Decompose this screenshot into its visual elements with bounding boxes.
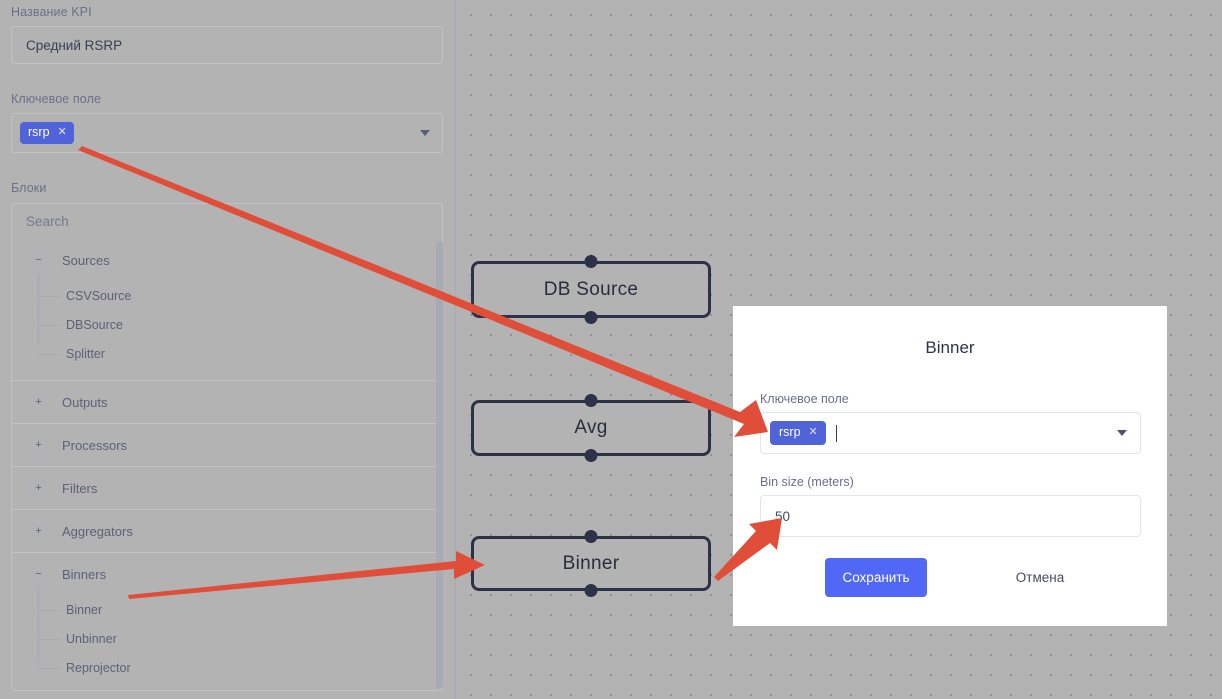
tree-group-header-aggregators[interactable]: + Aggregators — [12, 510, 442, 552]
port-in-icon[interactable] — [584, 255, 598, 268]
search-input[interactable] — [11, 203, 443, 239]
port-out-icon[interactable] — [584, 449, 598, 462]
expand-icon[interactable]: + — [31, 437, 46, 453]
expand-icon[interactable]: + — [31, 394, 46, 410]
tree-group-label: Filters — [62, 480, 98, 496]
tree-group-label: Processors — [62, 437, 128, 453]
node-avg[interactable]: Avg — [471, 394, 711, 462]
tree-group-filters: + Filters — [12, 467, 442, 510]
save-button[interactable]: Сохранить — [825, 558, 927, 597]
cancel-button[interactable]: Отмена — [980, 558, 1100, 597]
tree-item-reprojector[interactable]: Reprojector — [12, 653, 442, 682]
tree-item-binner[interactable]: Binner — [12, 595, 442, 624]
node-db-source[interactable]: DB Source — [471, 255, 711, 324]
dialog-key-chip-rsrp[interactable]: rsrp ✕ — [770, 421, 826, 445]
tree-group-label: Binners — [62, 566, 107, 582]
kpi-name-input[interactable] — [11, 26, 443, 64]
chip-label: rsrp — [28, 125, 50, 140]
blocks-label: Блоки — [11, 181, 47, 195]
tree-group-header-binners[interactable]: −Binners — [12, 553, 442, 595]
node-binner[interactable]: Binner — [471, 530, 711, 597]
dialog-bin-size-label: Bin size (meters) — [760, 475, 854, 489]
collapse-icon[interactable]: − — [31, 252, 46, 268]
sidebar-scrollbar[interactable] — [436, 241, 443, 689]
dialog-key-field-label: Ключевое поле — [760, 392, 849, 406]
node-label: Avg — [574, 417, 608, 438]
collapse-icon[interactable]: − — [31, 566, 46, 582]
expand-icon[interactable]: + — [31, 480, 46, 496]
kpi-editor-sidebar: Название KPI Ключевое поле rsrp ✕ Блоки … — [0, 0, 455, 699]
chevron-down-icon[interactable] — [420, 130, 430, 136]
tree-group-label: Aggregators — [62, 523, 133, 539]
chip-remove-icon[interactable]: ✕ — [808, 426, 818, 438]
tree-group-header-sources[interactable]: −Sources — [12, 239, 442, 281]
tree-item-dbsource[interactable]: DBSource — [12, 310, 442, 339]
bin-size-value: 50 — [775, 508, 791, 524]
chevron-down-icon[interactable] — [1117, 430, 1127, 436]
text-cursor — [835, 424, 837, 442]
tree-group-header-processors[interactable]: + Processors — [12, 424, 442, 466]
tree-item-splitter[interactable]: Splitter — [12, 339, 442, 368]
tree-group-aggregators: + Aggregators — [12, 510, 442, 553]
port-in-icon[interactable] — [584, 530, 598, 543]
port-in-icon[interactable] — [584, 394, 598, 407]
dialog-key-field-select[interactable]: rsrp ✕ — [760, 412, 1141, 454]
key-field-chip-rsrp[interactable]: rsrp ✕ — [20, 122, 74, 144]
tree-group-label: Sources — [62, 252, 110, 268]
node-label: DB Source — [543, 278, 639, 300]
tree-group-processors: + Processors — [12, 424, 442, 467]
chip-remove-icon[interactable]: ✕ — [57, 126, 67, 138]
key-field-label: Ключевое поле — [11, 92, 102, 106]
key-field-select[interactable]: rsrp ✕ — [11, 113, 443, 153]
tree-group-label: Outputs — [62, 394, 108, 410]
port-out-icon[interactable] — [584, 584, 598, 597]
tree-item-unbinner[interactable]: Unbinner — [12, 624, 442, 653]
chip-label: rsrp — [779, 425, 801, 440]
tree-group-header-outputs[interactable]: + Outputs — [12, 381, 442, 423]
tree-item-csvsource[interactable]: CSVSource — [12, 281, 442, 310]
dialog-bin-size-input[interactable]: 50 — [760, 495, 1141, 537]
tree-group-header-filters[interactable]: + Filters — [12, 467, 442, 509]
port-out-icon[interactable] — [584, 311, 598, 324]
node-label: Binner — [562, 552, 620, 574]
tree-group-outputs: + Outputs — [12, 381, 442, 424]
dialog-title: Binner — [925, 338, 975, 357]
kpi-name-label: Название KPI — [11, 5, 92, 19]
binner-settings-dialog: Binner Ключевое поле rsrp ✕ Bin size (me… — [733, 306, 1167, 626]
expand-icon[interactable]: + — [31, 523, 46, 539]
